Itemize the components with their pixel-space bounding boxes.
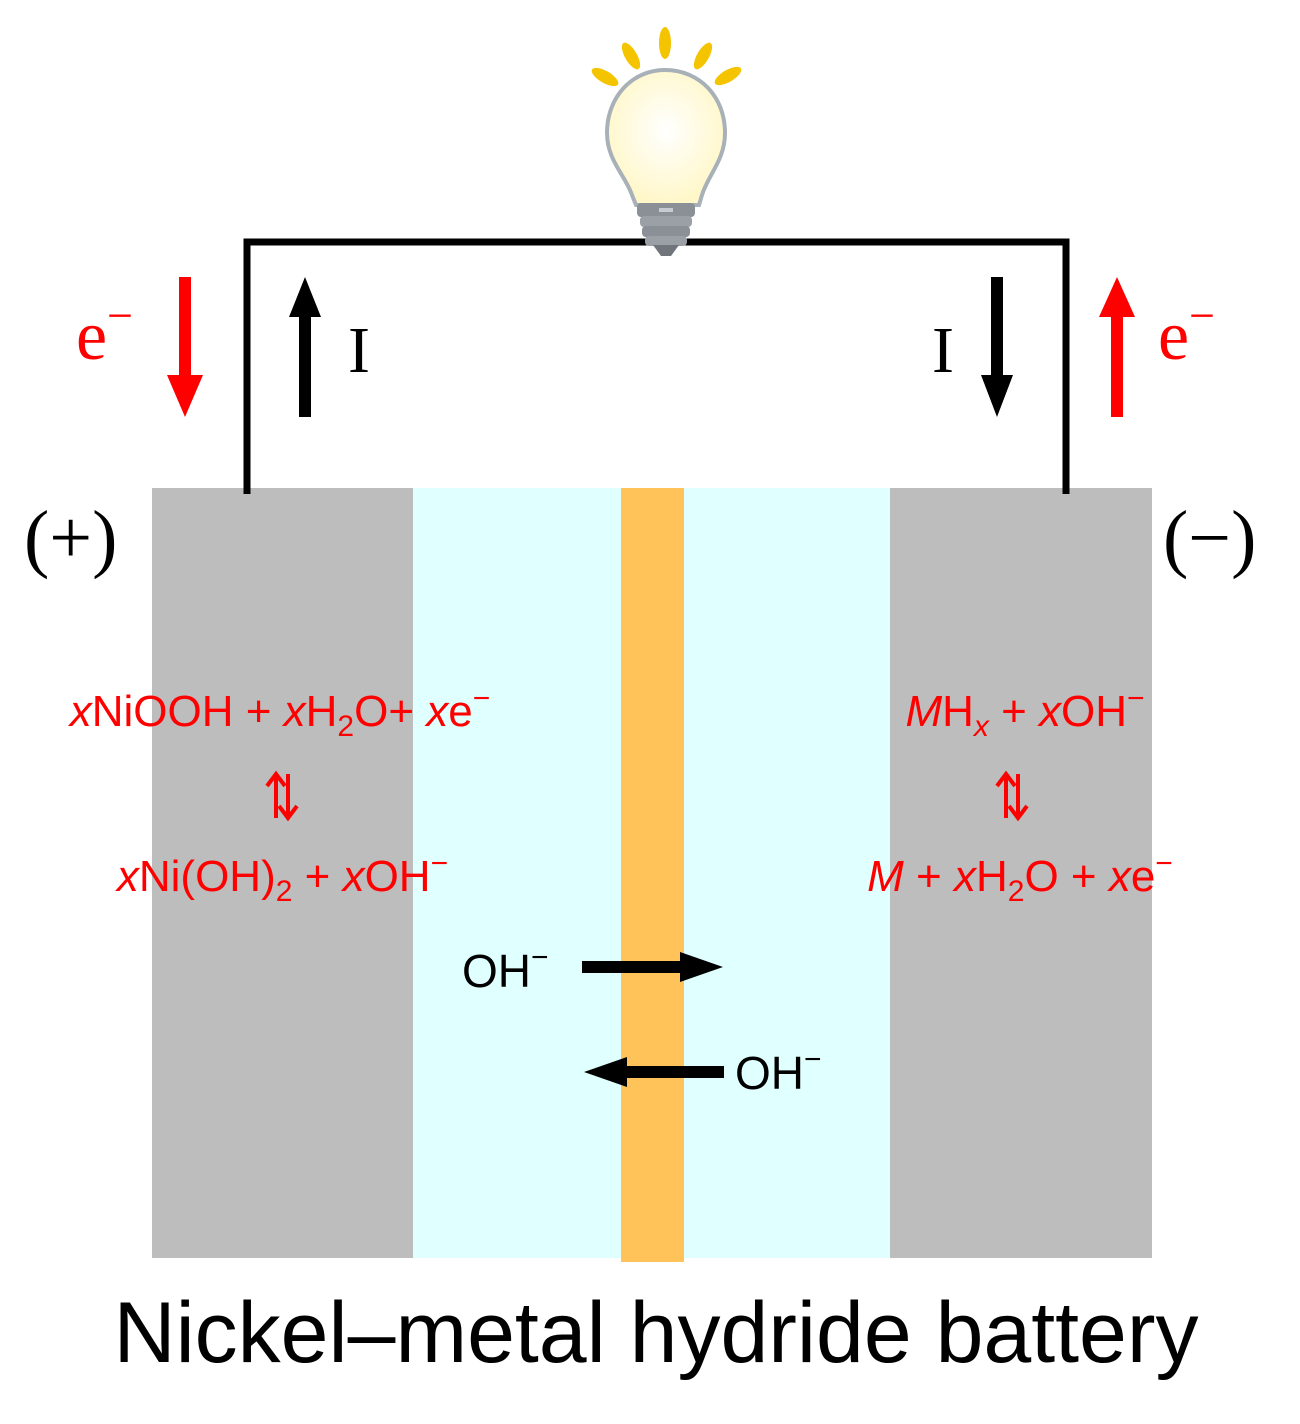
negative-reaction-products: M + xH2O + xe−	[867, 847, 1173, 908]
negative-electrode	[890, 488, 1152, 1258]
bulb-base	[637, 203, 695, 256]
ion-label-hydroxide-left: OH−	[735, 1043, 822, 1099]
separator	[621, 488, 684, 1262]
positive-terminal-label: (+)	[24, 496, 118, 580]
electron-label-positive: e−	[76, 290, 134, 375]
negative-terminal-label: (−)	[1163, 496, 1257, 580]
positive-electrode	[152, 488, 413, 1258]
current-label-negative: I	[932, 314, 954, 387]
light-bulb-icon	[591, 27, 742, 256]
positive-reaction-products: xNi(OH)2 + xOH−	[116, 847, 449, 908]
ion-flow-arrow-left-icon	[584, 1057, 724, 1087]
ion-label-hydroxide-right: OH−	[462, 941, 549, 997]
negative-reaction-reactants: MHx + xOH−	[905, 682, 1145, 743]
bulb-rays	[591, 27, 742, 87]
electron-label-negative: e−	[1158, 290, 1216, 375]
current-label-positive: I	[348, 314, 370, 387]
electron-flow-arrow-down-icon	[167, 277, 203, 417]
equilibrium-arrows-icon	[265, 770, 299, 822]
equilibrium-arrows-icon	[995, 770, 1029, 822]
positive-reaction-reactants: xNiOOH + xH2O+ xe−	[69, 682, 491, 743]
ion-flow-arrow-right-icon	[582, 952, 723, 982]
bulb-glass	[604, 67, 728, 207]
electron-flow-arrow-up-icon	[1099, 277, 1135, 417]
current-flow-arrow-down-icon	[981, 277, 1013, 417]
diagram-title: Nickel–metal hydride battery	[113, 1285, 1199, 1381]
current-flow-arrow-up-icon	[289, 277, 321, 417]
